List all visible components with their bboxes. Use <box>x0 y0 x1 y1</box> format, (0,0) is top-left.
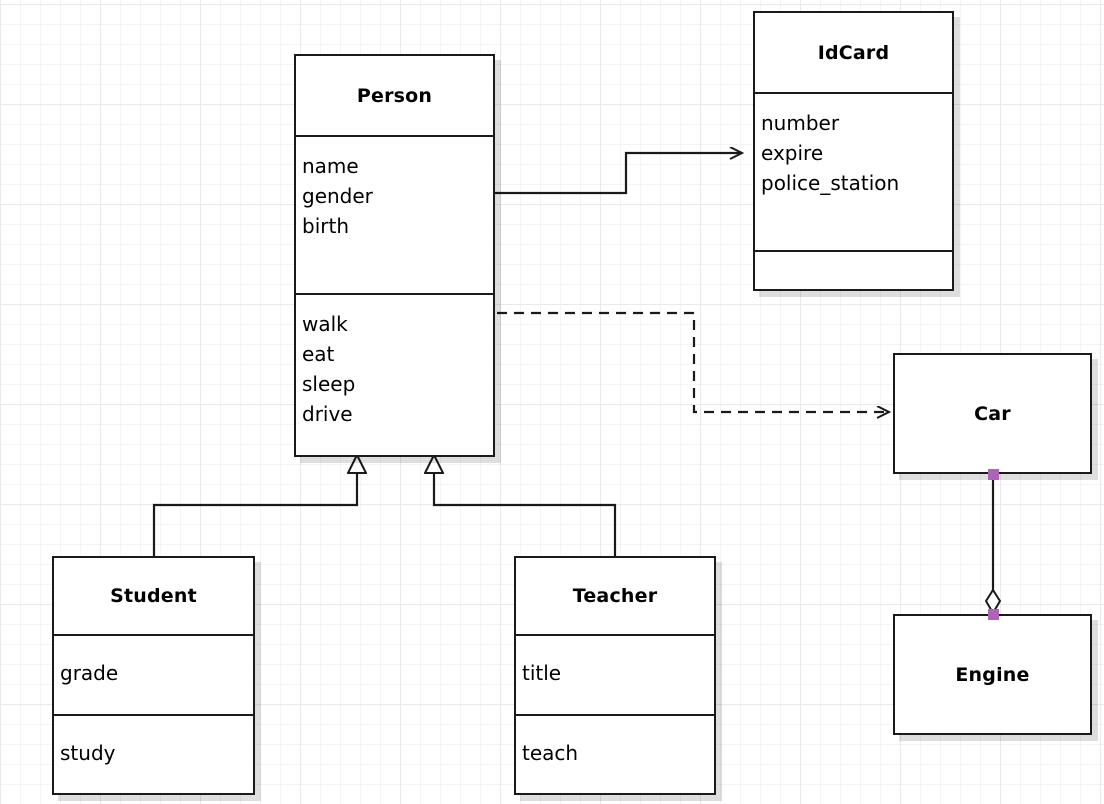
class-attributes-person: name gender birth <box>296 135 493 293</box>
attribute-item: gender <box>302 184 373 208</box>
edge-teacher-person[interactable] <box>434 473 617 556</box>
attribute-item: expire <box>761 141 824 165</box>
class-methods-idcard <box>755 250 952 289</box>
attribute-item: police_station <box>761 171 900 195</box>
class-methods-student: study <box>54 714 253 793</box>
attribute-item: birth <box>302 214 349 238</box>
edge-student-person[interactable] <box>152 473 357 556</box>
method-item: teach <box>522 741 579 765</box>
edge-endpoint-handle-car[interactable] <box>988 469 999 480</box>
attribute-item: number <box>761 111 840 135</box>
class-attributes-idcard: number expire police_station <box>755 92 952 250</box>
class-name-person: Person <box>296 56 493 135</box>
method-item: eat <box>302 342 335 366</box>
class-name-teacher: Teacher <box>516 558 714 634</box>
class-name-student: Student <box>54 558 253 634</box>
class-box-idcard[interactable]: IdCard number expire police_station <box>753 11 954 291</box>
method-item: drive <box>302 402 353 426</box>
edge-endpoint-handle-engine[interactable] <box>988 609 999 620</box>
class-name-car: Car <box>895 355 1090 472</box>
edge-person-car[interactable] <box>497 311 889 412</box>
class-name-idcard: IdCard <box>755 13 952 92</box>
class-title-text: IdCard <box>817 41 890 64</box>
class-title-text: Student <box>110 585 197 607</box>
class-attributes-student: grade <box>54 634 253 714</box>
class-methods-person: walk eat sleep drive <box>296 293 493 455</box>
class-methods-teacher: teach <box>516 714 714 793</box>
class-title-text: Car <box>974 402 1011 425</box>
method-item: walk <box>302 312 348 336</box>
class-title-text: Engine <box>955 663 1030 686</box>
class-name-engine: Engine <box>895 616 1090 733</box>
class-box-person[interactable]: Person name gender birth walk eat sleep … <box>294 54 495 457</box>
attribute-item: name <box>302 154 359 178</box>
method-item: study <box>60 741 116 765</box>
attribute-item: grade <box>60 661 119 685</box>
attribute-item: title <box>522 661 562 685</box>
class-title-text: Teacher <box>572 585 658 607</box>
class-title-text: Person <box>356 84 433 107</box>
class-attributes-teacher: title <box>516 634 714 714</box>
class-box-car[interactable]: Car <box>893 353 1092 474</box>
edge-person-idcard[interactable] <box>495 153 742 195</box>
class-box-teacher[interactable]: Teacher title teach <box>514 556 716 795</box>
class-box-student[interactable]: Student grade study <box>52 556 255 795</box>
class-box-engine[interactable]: Engine <box>893 614 1092 735</box>
method-item: sleep <box>302 372 356 396</box>
